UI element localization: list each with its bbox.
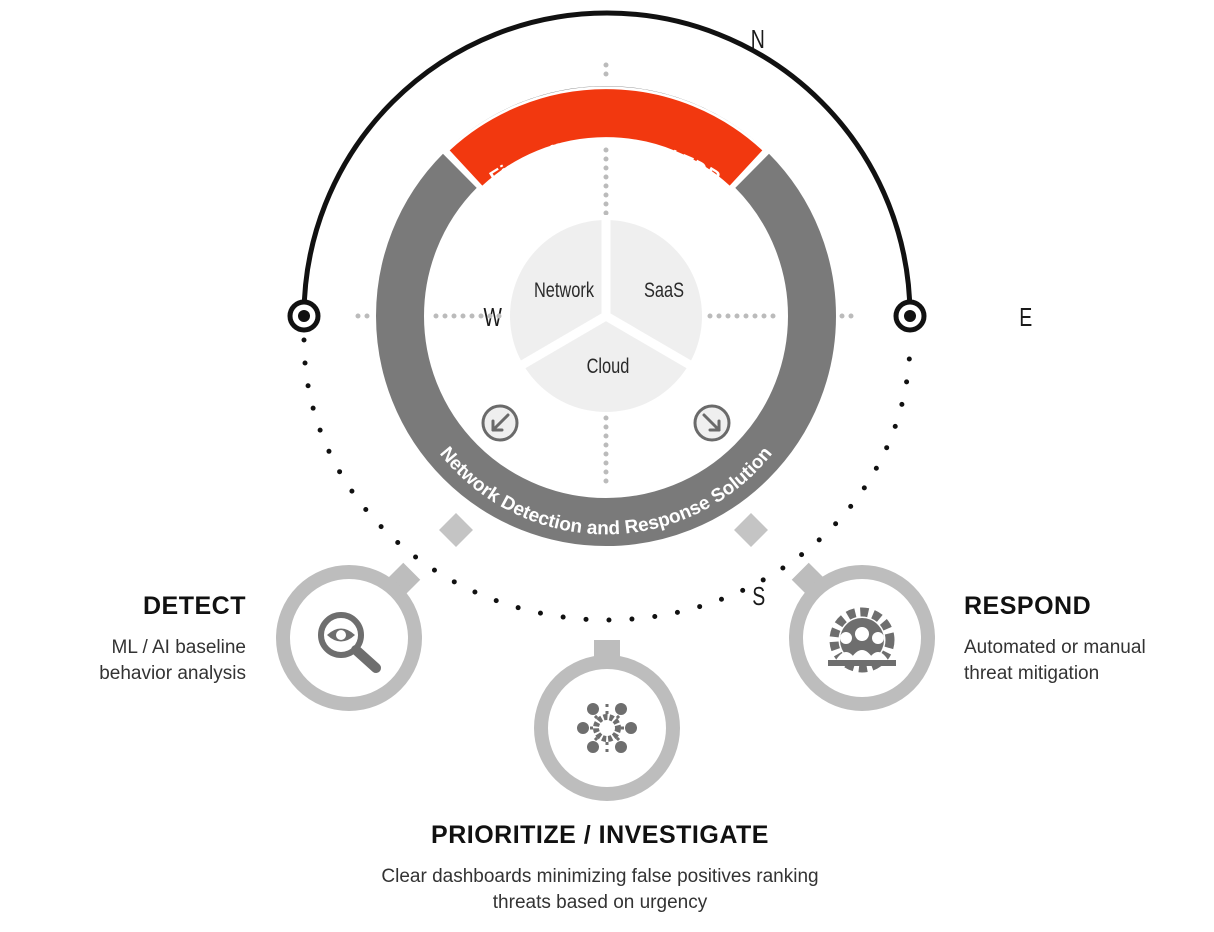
diamond-right bbox=[734, 513, 768, 547]
prioritize-desc: Clear dashboards minimizing false positi… bbox=[0, 864, 1200, 916]
detect-desc-line-1: ML / AI baseline bbox=[111, 637, 246, 658]
dotted-lower-arc bbox=[301, 337, 913, 623]
west-node bbox=[287, 299, 321, 333]
arrow-down-left-icon bbox=[481, 404, 519, 442]
detect-desc-line-2: behavior analysis bbox=[99, 663, 246, 684]
compass-w: W bbox=[484, 302, 503, 331]
detect-desc: ML / AI baseline behavior analysis bbox=[99, 635, 246, 687]
prioritize-desc-line-1: Clear dashboards minimizing false positi… bbox=[381, 866, 819, 887]
network-gear-icon bbox=[577, 703, 637, 753]
respond-title: RESPOND bbox=[964, 592, 1092, 620]
center-pie bbox=[510, 215, 702, 412]
respond-desc-line-2: threat mitigation bbox=[964, 663, 1100, 684]
segment-network: Network bbox=[534, 278, 595, 301]
respond-desc-line-1: Automated or manual bbox=[964, 637, 1146, 658]
compass-n: N bbox=[751, 24, 765, 53]
east-node bbox=[893, 299, 927, 333]
compass-s: S bbox=[752, 581, 765, 610]
detect-title: DETECT bbox=[143, 592, 246, 620]
firewall-band bbox=[449, 89, 763, 186]
compass-e: E bbox=[1019, 302, 1032, 331]
people-gear-icon bbox=[828, 607, 896, 673]
prioritize-desc-line-2: threats based on urgency bbox=[492, 892, 708, 913]
magnifier-eye-icon bbox=[318, 612, 381, 673]
diamond-left bbox=[439, 513, 473, 547]
arrow-down-right-icon bbox=[693, 404, 731, 442]
outer-arc bbox=[301, 10, 913, 317]
respond-desc: Automated or manual threat mitigation bbox=[964, 635, 1146, 687]
segment-cloud: Cloud bbox=[587, 354, 630, 377]
prioritize-title: PRIORITIZE / INVESTIGATE bbox=[431, 821, 769, 849]
segment-saas: SaaS bbox=[644, 278, 684, 301]
